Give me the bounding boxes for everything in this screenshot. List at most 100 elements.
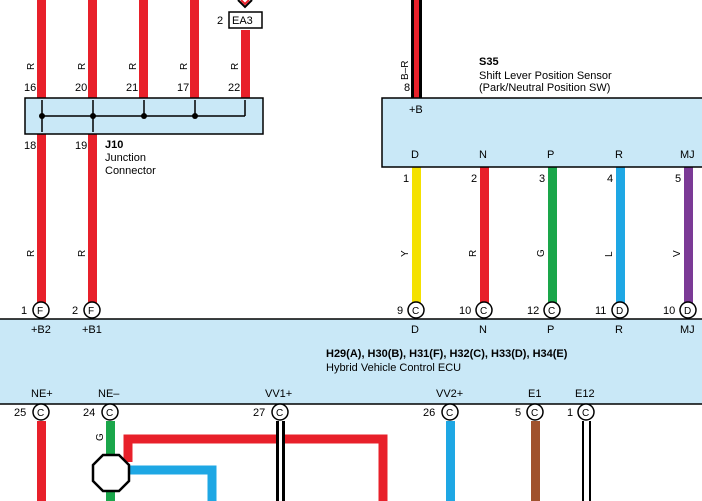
- wire-color-label: Y: [400, 250, 411, 257]
- wire-s35-mj: [684, 167, 693, 305]
- ecu-terminal-label: MJ: [680, 324, 695, 336]
- connector-circle: [526, 403, 544, 421]
- ecu-terminal-d: 9 C D: [397, 301, 425, 336]
- wire-j10-18: [37, 133, 46, 305]
- ecu-pin: 10: [663, 305, 675, 317]
- connector-letter: C: [106, 408, 113, 419]
- wire-color-label: B–R: [400, 61, 411, 80]
- ecu-terminal-n: 10 C N: [459, 301, 493, 336]
- wire-color-label: R: [77, 63, 88, 70]
- wire-vv2: [446, 421, 455, 501]
- s35-name-1: Shift Lever Position Sensor: [479, 70, 612, 82]
- connector-letter: C: [480, 306, 487, 317]
- connector-ea3: EA3 2: [217, 0, 263, 29]
- s35-terminal: N: [479, 149, 487, 161]
- ecu-pin: 26: [423, 407, 435, 419]
- j10-junction-dot: [141, 113, 147, 119]
- wire-s35-b-r-stripe: [414, 0, 419, 100]
- connector-circle: [543, 301, 561, 319]
- connector-letter: D: [616, 306, 623, 317]
- ecu-pin: 11: [595, 305, 606, 317]
- ecu-terminal-label: E12: [575, 388, 595, 400]
- connector-circle: [611, 301, 629, 319]
- crank-sensor-symbol: [91, 453, 131, 493]
- wire-color-label: R: [128, 63, 139, 70]
- connector-letter: C: [37, 408, 44, 419]
- hybrid-vehicle-control-ecu: H29(A), H30(B), H31(F), H32(C), H33(D), …: [0, 301, 702, 421]
- wire-color-label: V: [672, 250, 683, 257]
- ecu-box: [0, 318, 702, 405]
- connector-circle: [271, 403, 289, 421]
- wire-j10-16: [37, 0, 46, 100]
- s35-name-2: (Park/Neutral Position SW): [479, 82, 610, 94]
- ecu-terminal-label: D: [411, 324, 419, 336]
- ecu-pin: 5: [515, 407, 521, 419]
- ecu-terminal-r: 11 D R: [595, 301, 629, 336]
- connector-letter: F: [88, 306, 94, 317]
- wire-color-label: G: [95, 433, 106, 441]
- ecu-pin: 25: [14, 407, 26, 419]
- ecu-terminal-vv2-plus: VV2+ 26 C: [423, 388, 463, 421]
- ea3-arrow: [237, 0, 253, 9]
- wire-color-label: L: [604, 251, 615, 257]
- ecu-terminal-label: P: [547, 324, 554, 336]
- ecu-terminal-e1: E1 5 C: [515, 388, 544, 421]
- s35-terminal: P: [547, 149, 554, 161]
- ecu-terminal-mj: 10 D MJ: [663, 301, 697, 336]
- j10-pin: 21: [126, 82, 138, 94]
- wire-s35-n: [480, 167, 489, 305]
- connector-circle: [83, 301, 101, 319]
- s35-pin: 1: [403, 173, 409, 185]
- connector-letter: C: [531, 408, 538, 419]
- connector-circle: [32, 301, 50, 319]
- wire-j10-17: [190, 0, 199, 100]
- wire-j10-19: [88, 133, 97, 305]
- connector-letter: D: [684, 306, 691, 317]
- ecu-terminal-label: NE–: [98, 388, 120, 400]
- ecu-terminal-e12: E12 1 C: [567, 388, 595, 421]
- ecu-terminal-label: E1: [528, 388, 541, 400]
- ecu-terminal-b2: 1 F +B2: [21, 301, 51, 336]
- wire-j10-22: [241, 30, 250, 100]
- connector-letter: C: [548, 306, 555, 317]
- j10-pin: 16: [24, 82, 36, 94]
- wire-color-label: R: [26, 250, 37, 257]
- ecu-pin: 1: [21, 305, 27, 317]
- s35-code: S35: [479, 56, 499, 68]
- j10-pin: 18: [24, 140, 36, 152]
- s35-pin: 3: [539, 173, 545, 185]
- ecu-terminal-label: NE+: [31, 388, 53, 400]
- ecu-pin: 12: [527, 305, 539, 317]
- j10-junction-dot: [192, 113, 198, 119]
- connector-circle: [101, 403, 119, 421]
- wire-e1: [531, 421, 540, 501]
- connector-circle: [679, 301, 697, 319]
- s35-box: [381, 97, 702, 168]
- wire-color-label: R: [26, 63, 37, 70]
- s35-terminal: D: [411, 149, 419, 161]
- s35-pin: 4: [607, 173, 613, 185]
- j10-name-1: Junction: [105, 152, 146, 164]
- ecu-connector-codes: H29(A), H30(B), H31(F), H32(C), H33(D), …: [326, 348, 568, 360]
- sensor-octagon: [91, 453, 131, 493]
- wire-e12-inner: [584, 421, 589, 501]
- wire-s35-p: [548, 167, 557, 305]
- ecu-terminal-b1: 2 F +B1: [72, 301, 102, 336]
- wire-s35-d: [412, 167, 421, 305]
- s35-pin: 5: [675, 173, 681, 185]
- ea3-box: [228, 11, 263, 29]
- connector-circle: [577, 403, 595, 421]
- s35-input-pin: 8: [404, 82, 410, 94]
- ecu-terminal-label: VV2+: [436, 388, 463, 400]
- wire-color-label: R: [230, 63, 241, 70]
- j10-junction-dot: [39, 113, 45, 119]
- connector-letter: C: [582, 408, 589, 419]
- j10-code: J10: [105, 139, 123, 151]
- wire-ne-plus: [37, 421, 46, 501]
- ea3-arrow-inner: [240, 0, 250, 6]
- wire-blue-loop: [126, 465, 217, 501]
- j10-pin: 22: [228, 82, 240, 94]
- ecu-terminal-vv1-plus: VV1+ 27 C: [253, 388, 292, 421]
- wire-color-label: R: [179, 63, 190, 70]
- j10-pin: 17: [177, 82, 189, 94]
